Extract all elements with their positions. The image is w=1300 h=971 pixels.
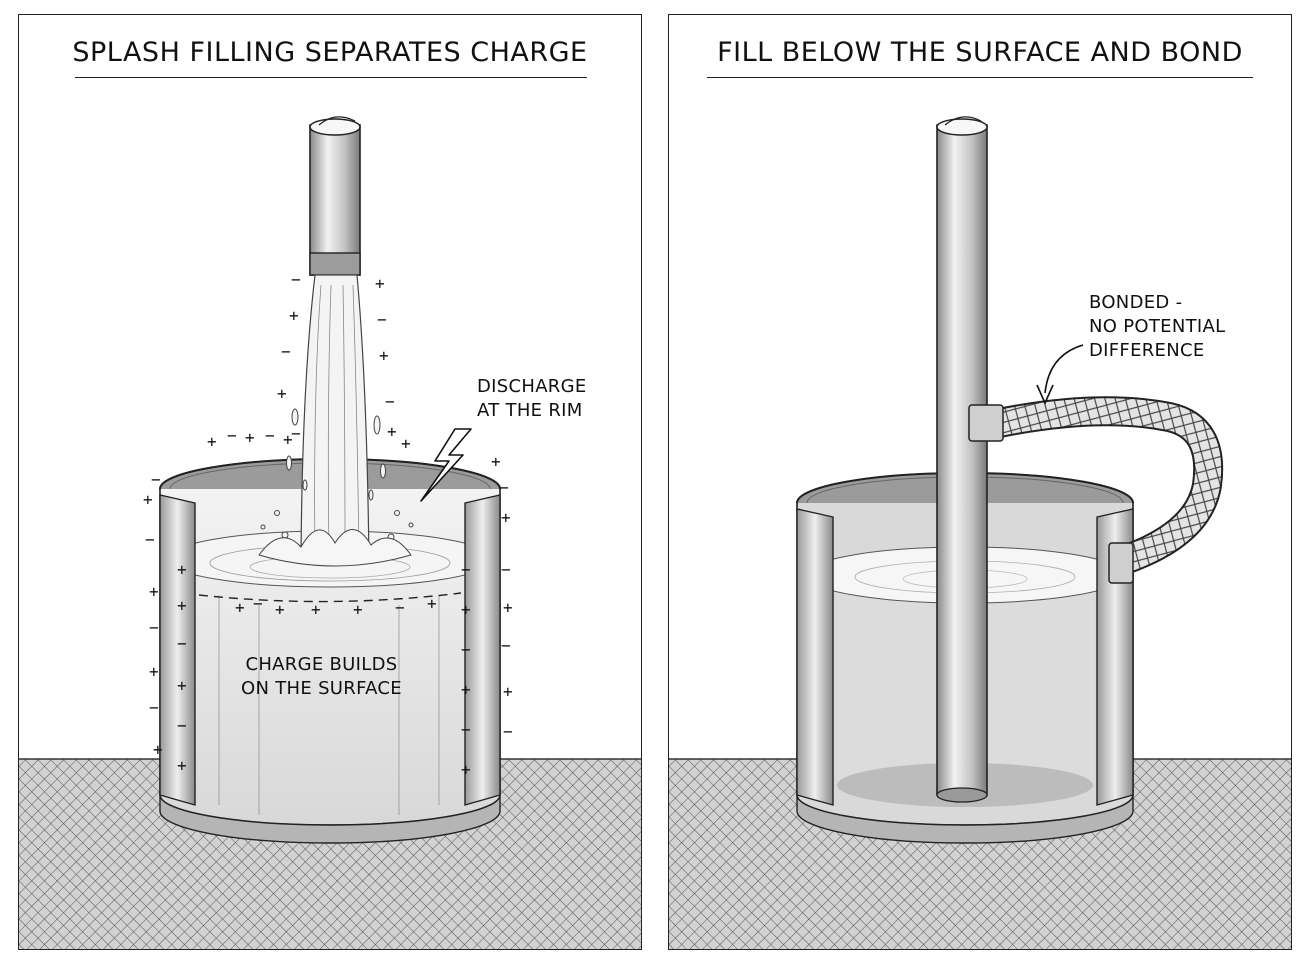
svg-text:+: +: [283, 430, 293, 449]
svg-text:−: −: [385, 392, 395, 411]
svg-text:+: +: [491, 452, 501, 471]
dip-pipe: [936, 116, 988, 803]
title-underline: [75, 77, 587, 78]
svg-text:+: +: [277, 384, 287, 403]
svg-text:−: −: [499, 478, 509, 497]
svg-text:−: −: [281, 342, 291, 361]
surface-charge-callout-line-2: ON THE SURFACE: [241, 678, 402, 699]
panel-subsurface-fill-bonded: FILL BELOW THE SURFACE AND BOND: [668, 14, 1292, 950]
svg-text:+: +: [143, 490, 153, 509]
panel-title: FILL BELOW THE SURFACE AND BOND: [717, 37, 1243, 68]
svg-text:+: +: [177, 560, 187, 579]
svg-text:−: −: [177, 716, 187, 735]
open-container: [159, 458, 501, 844]
title-underline: [707, 77, 1253, 78]
svg-text:+: +: [353, 600, 363, 619]
svg-text:+: +: [235, 598, 245, 617]
bonding-cable: [968, 396, 1224, 584]
svg-text:−: −: [501, 560, 511, 579]
svg-text:+: +: [427, 594, 437, 613]
discharge-callout: DISCHARGE AT THE RIM: [477, 375, 587, 423]
svg-text:−: −: [149, 618, 159, 637]
svg-text:+: +: [375, 274, 385, 293]
svg-text:+: +: [311, 600, 321, 619]
svg-text:+: +: [177, 676, 187, 695]
charge-symbols: −+ +− −+ +− −+ +− +− ++ −+ +− −+ +− −+ +…: [143, 270, 513, 779]
bonded-callout-line-3: DIFFERENCE: [1089, 340, 1205, 361]
svg-text:+: +: [503, 682, 513, 701]
svg-text:+: +: [177, 596, 187, 615]
discharge-callout-line-2: AT THE RIM: [477, 400, 583, 421]
svg-text:+: +: [501, 508, 511, 527]
falling-liquid-stream: [258, 274, 414, 567]
lightning-spark-icon: [420, 428, 472, 502]
svg-text:−: −: [149, 698, 159, 717]
svg-text:+: +: [177, 756, 187, 775]
svg-text:−: −: [177, 634, 187, 653]
svg-text:+: +: [149, 582, 159, 601]
svg-text:−: −: [461, 720, 471, 739]
svg-text:+: +: [503, 598, 513, 617]
splash-fill-illustration: −+ +− −+ +− −+ +− +− ++ −+ +− −+ +− −+ +…: [19, 116, 641, 949]
svg-text:+: +: [387, 422, 397, 441]
svg-text:−: −: [501, 636, 511, 655]
svg-text:−: −: [461, 640, 471, 659]
subsurface-fill-illustration: [669, 116, 1291, 949]
bonded-callout-line-2: NO POTENTIAL: [1089, 316, 1226, 337]
svg-text:−: −: [145, 530, 155, 549]
svg-text:−: −: [395, 598, 405, 617]
svg-text:+: +: [401, 434, 411, 453]
surface-charge-callout-line-1: CHARGE BUILDS: [245, 654, 398, 675]
svg-text:+: +: [461, 760, 471, 779]
svg-text:−: −: [151, 470, 161, 489]
surface-charge-callout: CHARGE BUILDS ON THE SURFACE: [241, 653, 402, 701]
svg-text:−: −: [503, 722, 513, 741]
svg-text:+: +: [461, 600, 471, 619]
svg-text:+: +: [245, 428, 255, 447]
panel-title: SPLASH FILLING SEPARATES CHARGE: [72, 37, 588, 68]
svg-text:+: +: [461, 680, 471, 699]
svg-text:−: −: [291, 424, 301, 443]
svg-text:+: +: [289, 306, 299, 325]
svg-text:−: −: [227, 426, 237, 445]
svg-text:+: +: [149, 662, 159, 681]
panel-splash-filling: SPLASH FILLING SEPARATES CHARGE: [18, 14, 642, 950]
svg-text:−: −: [461, 560, 471, 579]
bonded-callout: BONDED - NO POTENTIAL DIFFERENCE: [1089, 291, 1225, 363]
svg-text:−: −: [253, 594, 263, 613]
callout-arrow-icon: [1044, 344, 1084, 394]
svg-text:−: −: [265, 426, 275, 445]
fill-pipe: [309, 116, 361, 276]
discharge-callout-line-1: DISCHARGE: [477, 376, 587, 397]
bonded-callout-line-1: BONDED -: [1089, 292, 1183, 313]
svg-text:+: +: [275, 600, 285, 619]
svg-text:+: +: [153, 740, 163, 759]
svg-text:+: +: [379, 346, 389, 365]
svg-text:−: −: [377, 310, 387, 329]
svg-text:−: −: [291, 270, 301, 289]
svg-text:+: +: [207, 432, 217, 451]
